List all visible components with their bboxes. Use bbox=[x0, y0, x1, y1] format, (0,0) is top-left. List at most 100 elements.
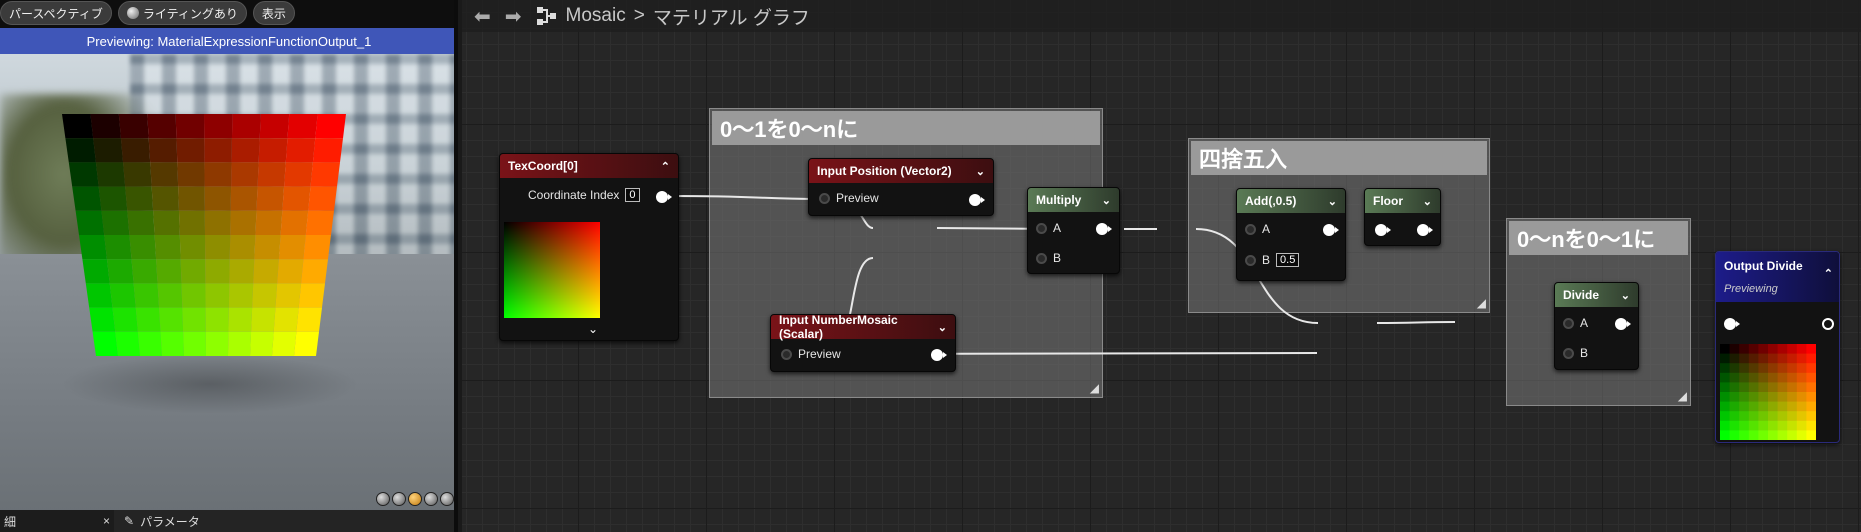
node-header[interactable]: TexCoord[0] ⌃ bbox=[500, 154, 678, 178]
node-divide[interactable]: Divide ⌄ A B bbox=[1554, 282, 1639, 370]
mosaic-cell bbox=[204, 210, 231, 235]
expand-preview-icon[interactable]: ⌄ bbox=[588, 322, 599, 336]
node-header[interactable]: Input Position (Vector2) ⌄ bbox=[809, 159, 993, 183]
mosaic-cell bbox=[68, 162, 99, 187]
swatch-cell bbox=[1729, 392, 1740, 403]
material-graph-canvas[interactable]: ⬅ ➡ Mosaic > マテリアル グラフ 0～1を0～nに ◢ 四捨五入 ◢… bbox=[462, 0, 1861, 532]
swatch-cell bbox=[1787, 372, 1798, 383]
node-texcoord[interactable]: TexCoord[0] ⌃ Coordinate Index 0 ⌄ bbox=[499, 153, 679, 341]
input-a-pin[interactable] bbox=[1036, 222, 1047, 234]
output-pin[interactable] bbox=[1417, 224, 1433, 236]
cube-shape-icon[interactable] bbox=[424, 492, 438, 506]
resize-grip-icon[interactable]: ◢ bbox=[1677, 389, 1687, 403]
chevron-down-icon[interactable]: ⌄ bbox=[975, 165, 985, 178]
mosaic-cell bbox=[305, 210, 334, 235]
swatch-cell bbox=[1720, 382, 1731, 393]
mosaic-cell bbox=[204, 138, 232, 163]
resize-grip-icon[interactable]: ◢ bbox=[1476, 296, 1486, 310]
mosaic-cell bbox=[285, 138, 316, 163]
preview-input-pin[interactable] bbox=[781, 348, 792, 360]
input-b-pin[interactable] bbox=[1563, 347, 1574, 359]
output-pin[interactable] bbox=[1323, 224, 1339, 236]
output-pin[interactable] bbox=[1096, 223, 1112, 235]
node-header[interactable]: Add(,0.5) ⌄ bbox=[1237, 189, 1345, 213]
input-pin[interactable] bbox=[1724, 318, 1740, 330]
node-input-position[interactable]: Input Position (Vector2) ⌄ Preview bbox=[808, 158, 994, 216]
close-icon[interactable]: × bbox=[102, 514, 110, 528]
output-pin[interactable] bbox=[1822, 318, 1834, 330]
mosaic-cell bbox=[205, 331, 229, 356]
comment-title[interactable]: 0～nを0～1に bbox=[1509, 221, 1688, 255]
breadcrumb-graph[interactable]: マテリアル グラフ bbox=[652, 7, 810, 29]
mosaic-cell bbox=[93, 138, 124, 163]
mosaic-cell bbox=[115, 331, 140, 356]
node-multiply[interactable]: Multiply ⌄ A B bbox=[1027, 187, 1120, 274]
comment-title[interactable]: 四捨五入 bbox=[1191, 141, 1487, 175]
resize-grip-icon[interactable]: ◢ bbox=[1089, 381, 1099, 395]
swatch-cell bbox=[1796, 344, 1807, 355]
preview-viewport[interactable] bbox=[0, 54, 454, 510]
collapse-icon[interactable]: ⌃ bbox=[660, 160, 670, 173]
chevron-down-icon[interactable]: ⌄ bbox=[1101, 194, 1111, 207]
input-b-row: B bbox=[1563, 346, 1588, 360]
node-header[interactable]: Output Divide Previewing ⌃ bbox=[1716, 252, 1839, 302]
swatch-cell bbox=[1768, 372, 1779, 383]
input-pin[interactable] bbox=[1375, 224, 1391, 236]
swatch-cell bbox=[1777, 420, 1788, 431]
plane-shape-icon[interactable] bbox=[408, 492, 422, 506]
swatch-cell bbox=[1729, 372, 1740, 383]
mosaic-cell bbox=[90, 114, 121, 139]
mosaic-cell bbox=[183, 331, 206, 356]
node-input-number-mosaic[interactable]: Input NumberMosaic (Scalar) ⌄ Preview bbox=[770, 313, 956, 372]
swatch-cell bbox=[1796, 401, 1807, 412]
node-floor[interactable]: Floor ⌄ bbox=[1364, 188, 1441, 246]
chevron-down-icon[interactable]: ⌄ bbox=[1422, 195, 1432, 208]
node-output-divide[interactable]: Output Divide Previewing ⌃ bbox=[1715, 251, 1840, 443]
mosaic-cell bbox=[287, 114, 318, 139]
chevron-down-icon[interactable]: ⌄ bbox=[937, 321, 947, 334]
chevron-down-icon[interactable]: ⌄ bbox=[1620, 289, 1630, 302]
details-tab[interactable]: 細 × bbox=[0, 510, 114, 532]
mosaic-cell bbox=[205, 235, 231, 260]
node-header[interactable]: Floor ⌄ bbox=[1365, 189, 1440, 213]
swatch-cell bbox=[1739, 353, 1750, 364]
node-add[interactable]: Add(,0.5) ⌄ A B 0.5 bbox=[1236, 188, 1346, 281]
comment-title[interactable]: 0～1を0～nに bbox=[712, 111, 1100, 145]
output-pin[interactable] bbox=[656, 191, 672, 203]
output-pin[interactable] bbox=[969, 194, 985, 206]
node-header[interactable]: Multiply ⌄ bbox=[1028, 188, 1119, 212]
node-title: Input Position (Vector2) bbox=[817, 164, 952, 178]
perspective-button[interactable]: パースペクティブ bbox=[0, 1, 112, 25]
node-header[interactable]: Divide ⌄ bbox=[1555, 283, 1638, 307]
mosaic-cell bbox=[205, 259, 230, 284]
output-pin[interactable] bbox=[1615, 318, 1631, 330]
input-a-pin[interactable] bbox=[1245, 223, 1256, 235]
mosaic-cell bbox=[120, 138, 151, 163]
back-arrow-icon[interactable]: ⬅ bbox=[474, 5, 491, 28]
input-a-pin[interactable] bbox=[1563, 317, 1574, 329]
teapot-shape-icon[interactable] bbox=[440, 492, 454, 506]
input-b-pin[interactable] bbox=[1245, 254, 1256, 266]
sphere-shape-icon[interactable] bbox=[392, 492, 406, 506]
forward-arrow-icon[interactable]: ➡ bbox=[504, 5, 522, 28]
cylinder-shape-icon[interactable] bbox=[376, 492, 390, 506]
output-pin[interactable] bbox=[931, 349, 947, 361]
coordinate-index-value[interactable]: 0 bbox=[625, 188, 640, 202]
lighting-button[interactable]: ライティングあり bbox=[117, 1, 247, 25]
breadcrumb-asset[interactable]: Mosaic bbox=[565, 5, 626, 26]
chevron-down-icon[interactable]: ⌄ bbox=[1327, 195, 1337, 208]
show-button[interactable]: 表示 bbox=[252, 1, 295, 25]
mosaic-cell bbox=[259, 114, 290, 139]
node-header[interactable]: Input NumberMosaic (Scalar) ⌄ bbox=[771, 313, 955, 341]
mosaic-cell bbox=[112, 307, 138, 332]
swatch-cell bbox=[1739, 382, 1750, 393]
collapse-icon[interactable]: ⌃ bbox=[1823, 268, 1833, 280]
mosaic-cell bbox=[175, 114, 205, 139]
parameters-tab[interactable]: ✎ パラメータ bbox=[114, 513, 200, 530]
mosaic-cell bbox=[231, 114, 261, 139]
preview-input-pin[interactable] bbox=[819, 192, 830, 204]
input-b-pin[interactable] bbox=[1036, 252, 1047, 264]
viewport-toolbar: パースペクティブ ライティングあり 表示 bbox=[0, 0, 454, 26]
input-b-value[interactable]: 0.5 bbox=[1276, 253, 1300, 267]
mosaic-cell bbox=[79, 235, 107, 260]
